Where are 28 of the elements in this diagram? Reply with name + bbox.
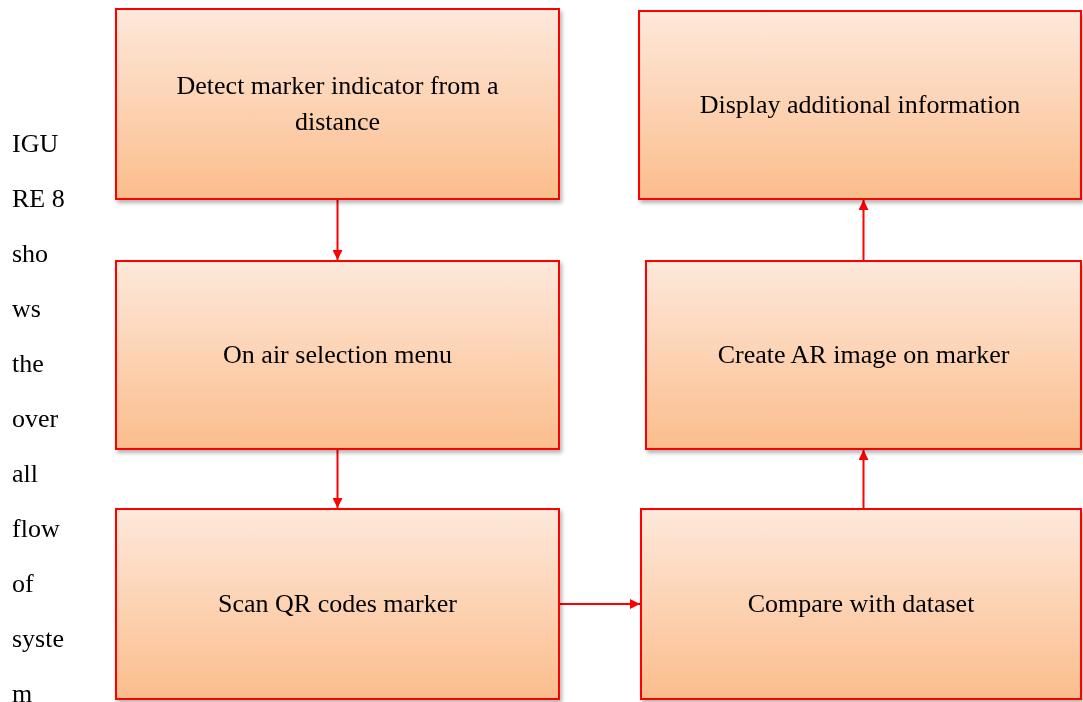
- process-box: [115, 8, 560, 200]
- process-box: [115, 508, 560, 700]
- text-fragment: flow: [12, 516, 60, 542]
- step-text: Create AR image on marker: [717, 339, 1010, 371]
- arrow: [858, 449, 869, 509]
- process-box: [645, 260, 1082, 450]
- arrow: [332, 449, 343, 509]
- text-fragment: IGU: [12, 131, 59, 157]
- text-fragment: the: [12, 351, 44, 377]
- arrow: [332, 199, 343, 261]
- step-text: Scan QR codes marker: [218, 588, 457, 620]
- step-text: Display additional information: [699, 89, 1021, 121]
- text-fragment: RE 8: [12, 186, 65, 212]
- text-fragment: ws: [12, 296, 41, 322]
- step-text: Detect marker indicator from a distance: [175, 70, 500, 138]
- process-box: [115, 260, 560, 450]
- text-fragment: sho: [12, 241, 49, 267]
- text-fragment: m: [12, 681, 33, 702]
- text-fragment: all: [12, 461, 38, 487]
- step-text: Compare with dataset: [747, 588, 975, 620]
- text-fragment: syste: [12, 626, 64, 652]
- arrow: [559, 599, 641, 609]
- process-box: [638, 10, 1082, 200]
- text-fragment: over: [12, 406, 59, 432]
- text-fragment: of: [12, 571, 34, 597]
- arrow: [858, 199, 869, 261]
- step-text: On air selection menu: [223, 339, 452, 371]
- process-box: [640, 508, 1082, 700]
